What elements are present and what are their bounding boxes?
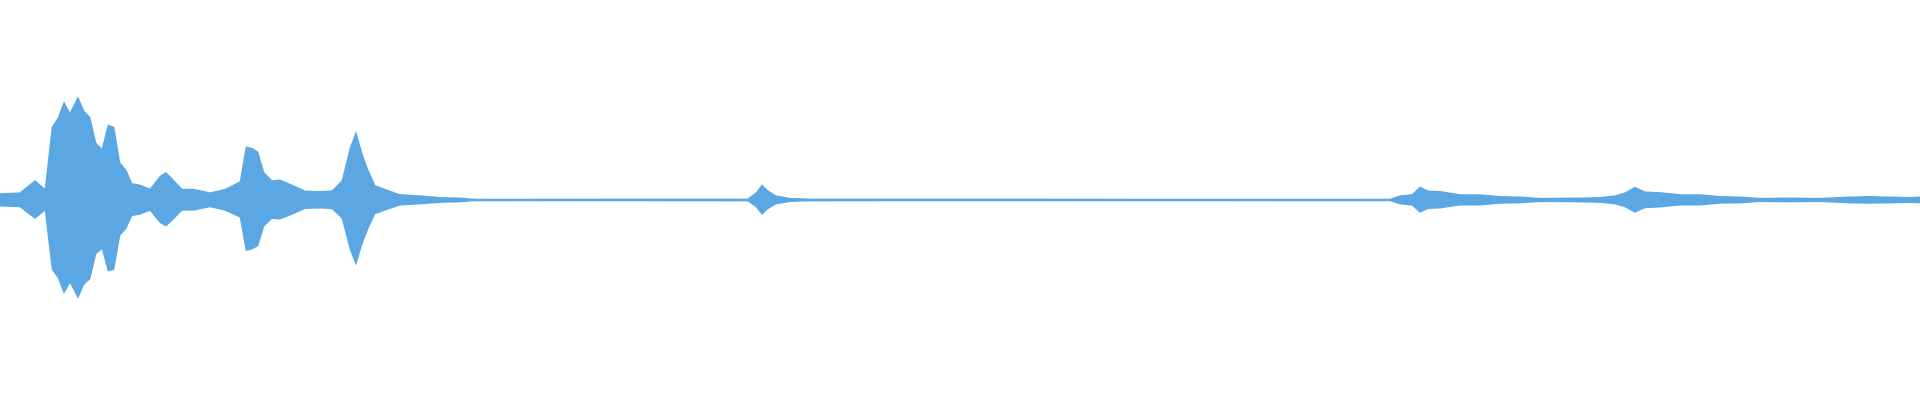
audio-waveform[interactable] [0,0,1920,400]
waveform-panel[interactable] [0,0,1920,400]
